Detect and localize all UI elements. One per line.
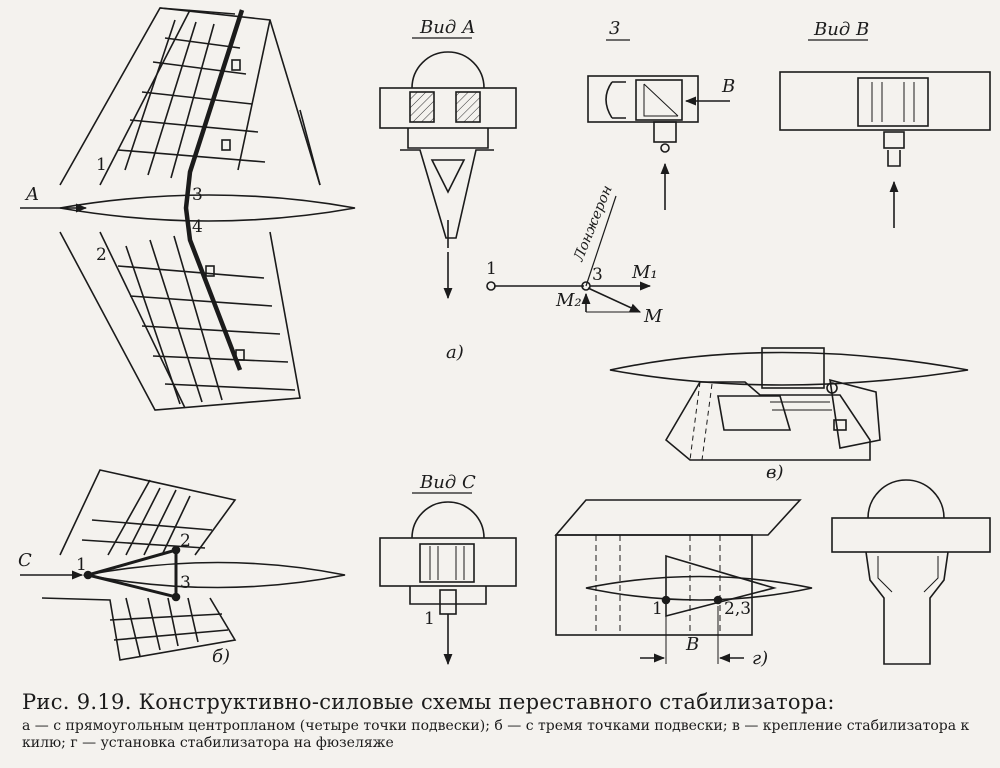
spar-label: Лонжерон <box>570 183 615 264</box>
point-1g-label: 1 <box>652 599 663 619</box>
subfigure-g-label: г) <box>752 648 768 669</box>
moment-m1-label: M₁ <box>631 262 658 283</box>
fuselage-cross-section <box>831 479 991 665</box>
subfigure-a-label: а) <box>446 342 464 363</box>
subfigure-v-label: в) <box>766 462 784 483</box>
swept-stabilizer-a <box>20 7 356 411</box>
caption-description: а — с прямоугольным центропланом (четыре… <box>22 718 970 751</box>
subfigure-b-label: б) <box>212 646 230 667</box>
drawing-labels: Вид А 3 Вид В Вид С A B C 1 2 3 4 1 2 3 … <box>18 17 869 669</box>
figure-drawing: Вид А 3 Вид В Вид С A B C 1 2 3 4 1 2 3 … <box>18 7 991 669</box>
section-3-drawing <box>587 39 730 210</box>
vector-1-label: 1 <box>486 259 497 279</box>
point-1vc-label: 1 <box>424 609 435 629</box>
point-1-label: 1 <box>96 155 107 175</box>
moment-m2-label: M₂ <box>555 290 582 311</box>
arrow-c-label: C <box>18 550 32 571</box>
point-2-label: 2 <box>96 245 107 265</box>
arrow-b-label: B <box>721 76 735 97</box>
point-23g-label: 2,3 <box>724 599 751 619</box>
vector-3-label: 3 <box>592 265 603 285</box>
view-a-drawing <box>379 37 517 300</box>
point-3-label: 3 <box>192 185 203 205</box>
fuselage-installation-g <box>554 499 813 664</box>
fin-mounting-v <box>609 347 969 461</box>
moment-m-label: M <box>643 306 663 327</box>
view-b-drawing <box>779 39 991 228</box>
arrow-a-label: A <box>24 184 39 205</box>
figure-caption: Рис. 9.19. Конструктивно-силовые схемы п… <box>22 690 988 752</box>
moment-vector-diagram <box>486 195 652 313</box>
view-b-label: Вид В <box>813 19 869 40</box>
view-c-label: Вид С <box>419 472 476 493</box>
point-4-label: 4 <box>192 217 203 237</box>
point-3c-label: 3 <box>180 573 191 593</box>
dimension-b-label: B <box>685 634 699 655</box>
view-c-drawing <box>379 492 517 666</box>
caption-title: Рис. 9.19. Конструктивно-силовые схемы п… <box>22 690 835 714</box>
three-point-stabilizer-b <box>20 469 346 661</box>
point-2c-label: 2 <box>180 531 191 551</box>
point-1c-label: 1 <box>76 555 87 575</box>
section-3-label: 3 <box>609 18 620 39</box>
view-a-label: Вид А <box>419 17 476 38</box>
